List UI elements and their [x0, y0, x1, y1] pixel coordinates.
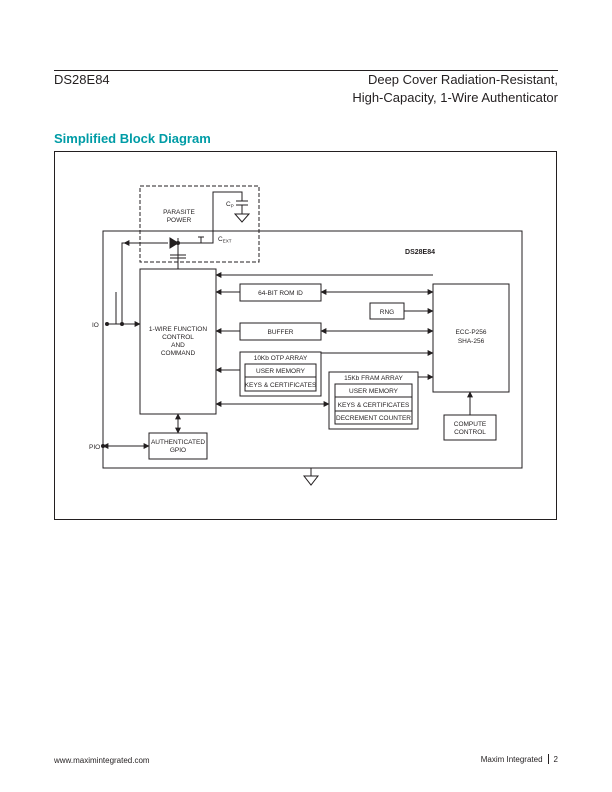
crypto-label-2: SHA-256	[458, 338, 485, 345]
parasite-power-label-2: POWER	[167, 217, 192, 224]
chip-name-label: DS28E84	[405, 249, 435, 256]
wire-function-label-1: 1-WIRE FUNCTION	[149, 326, 207, 333]
footer-url[interactable]: www.maximintegrated.com	[54, 756, 150, 765]
crypto-label-1: ECC-P256	[455, 329, 486, 336]
compute-control-label-2: CONTROL	[454, 429, 486, 436]
pio-label: PIO	[89, 444, 100, 451]
footer-company-page: Maxim Integrated 2	[481, 754, 558, 764]
auth-gpio-label-1: AUTHENTICATED	[151, 439, 205, 446]
io-label: IO	[92, 322, 99, 329]
wire-function-label-2: CONTROL	[162, 334, 194, 341]
parasite-power-label-1: PARASITE	[163, 209, 195, 216]
compute-control-label-1: COMPUTE	[454, 421, 487, 428]
wire-function-label-3: AND	[171, 342, 185, 349]
fram-keys-label: KEYS & CERTIFICATES	[338, 402, 410, 409]
rom-id-label: 64-BIT ROM ID	[258, 290, 303, 297]
parasite-power-box	[139, 185, 260, 263]
footer-page-number: 2	[553, 755, 558, 764]
fram-array-label: 15Kb FRAM ARRAY	[344, 375, 403, 382]
fram-counter-label: DECREMENT COUNTER	[336, 415, 411, 422]
block-diagram: PARASITE POWER 64-BIT ROM ID RNG BUFFER …	[89, 185, 523, 486]
otp-user-memory-label: USER MEMORY	[256, 368, 306, 375]
auth-gpio-block	[148, 432, 208, 460]
otp-keys-block	[244, 376, 317, 392]
cext-label: CEXT	[218, 236, 232, 244]
auth-gpio-label-2: GPIO	[170, 447, 186, 454]
diode-symbol	[169, 237, 179, 249]
fram-user-memory-label: USER MEMORY	[349, 388, 399, 395]
cp-ground	[233, 213, 251, 223]
ground-symbol	[302, 475, 320, 486]
fram-array-block	[328, 371, 419, 430]
fram-counter-block	[334, 410, 413, 425]
part-number: DS28E84	[54, 72, 110, 87]
otp-keys-label: KEYS & CERTIFICATES	[245, 382, 317, 389]
buffer-label: BUFFER	[268, 329, 294, 336]
rng-label: RNG	[380, 309, 394, 316]
header-rule	[54, 70, 558, 71]
footer-company: Maxim Integrated	[480, 755, 543, 764]
diagram-frame	[54, 151, 557, 520]
wire-function-label-4: COMMAND	[161, 350, 196, 357]
otp-array-block	[239, 351, 322, 397]
otp-array-label: 10Kb OTP ARRAY	[254, 355, 308, 362]
cp-label: CP	[226, 201, 234, 209]
chip-outline	[102, 230, 523, 469]
footer-separator	[547, 754, 549, 764]
io-to-parasite-wire	[121, 242, 168, 324]
section-heading: Simplified Block Diagram	[54, 131, 211, 146]
document-title-line-2: High-Capacity, 1-Wire Authenticator	[352, 90, 558, 105]
document-title-line-1: Deep Cover Radiation-Resistant,	[367, 72, 558, 87]
